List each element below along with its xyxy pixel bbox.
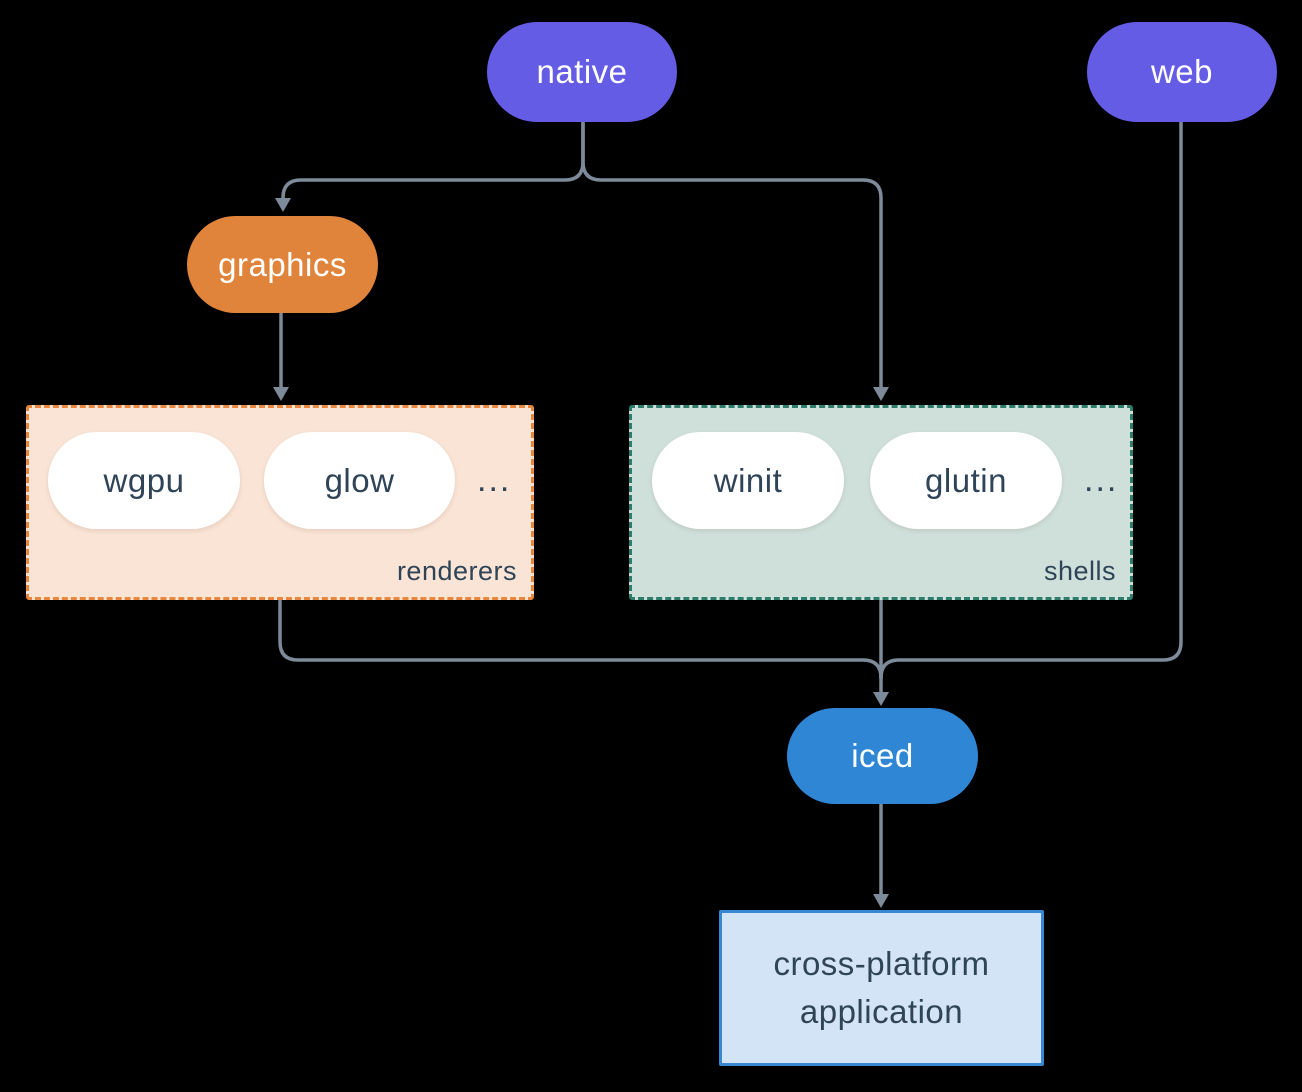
arrowhead-graphics-renderers — [273, 387, 289, 401]
node-glutin-label: glutin — [925, 461, 1007, 499]
node-winit: winit — [652, 432, 844, 529]
node-glow-label: glow — [324, 461, 395, 499]
edge-native-graphics — [281, 121, 585, 200]
group-shells: winit glutin ... shells — [629, 405, 1133, 600]
edge-renderers-iced — [278, 599, 883, 680]
node-glow: glow — [264, 432, 455, 529]
shells-group-label: shells — [1043, 556, 1116, 586]
arrowhead-iced-application — [873, 894, 889, 908]
edge-native-shells — [581, 121, 883, 389]
renderers-group-label: renderers — [396, 556, 517, 586]
node-application: cross-platform application — [719, 910, 1044, 1066]
renderers-ellipsis: ... — [477, 461, 512, 499]
node-glutin: glutin — [870, 432, 1062, 529]
arrowhead-native-shells — [873, 387, 889, 401]
shells-ellipsis: ... — [1084, 461, 1119, 499]
node-winit-label: winit — [713, 461, 783, 499]
node-native-label: native — [536, 53, 628, 90]
edge-web-iced — [879, 121, 1183, 680]
arrowhead-merge-iced — [873, 692, 889, 706]
node-web: web — [1087, 22, 1277, 122]
node-web-label: web — [1150, 53, 1214, 90]
node-wgpu: wgpu — [48, 432, 240, 529]
node-application-label-line2: application — [799, 993, 964, 1030]
node-graphics: graphics — [187, 216, 378, 313]
node-application-label-line1: cross-platform — [773, 945, 990, 982]
node-native: native — [487, 22, 677, 122]
node-wgpu-label: wgpu — [103, 461, 185, 499]
node-iced: iced — [787, 708, 978, 804]
node-iced-label: iced — [851, 737, 914, 774]
group-renderers: wgpu glow ... renderers — [26, 405, 534, 600]
node-graphics-label: graphics — [218, 245, 347, 283]
arrowhead-native-graphics — [275, 198, 291, 212]
